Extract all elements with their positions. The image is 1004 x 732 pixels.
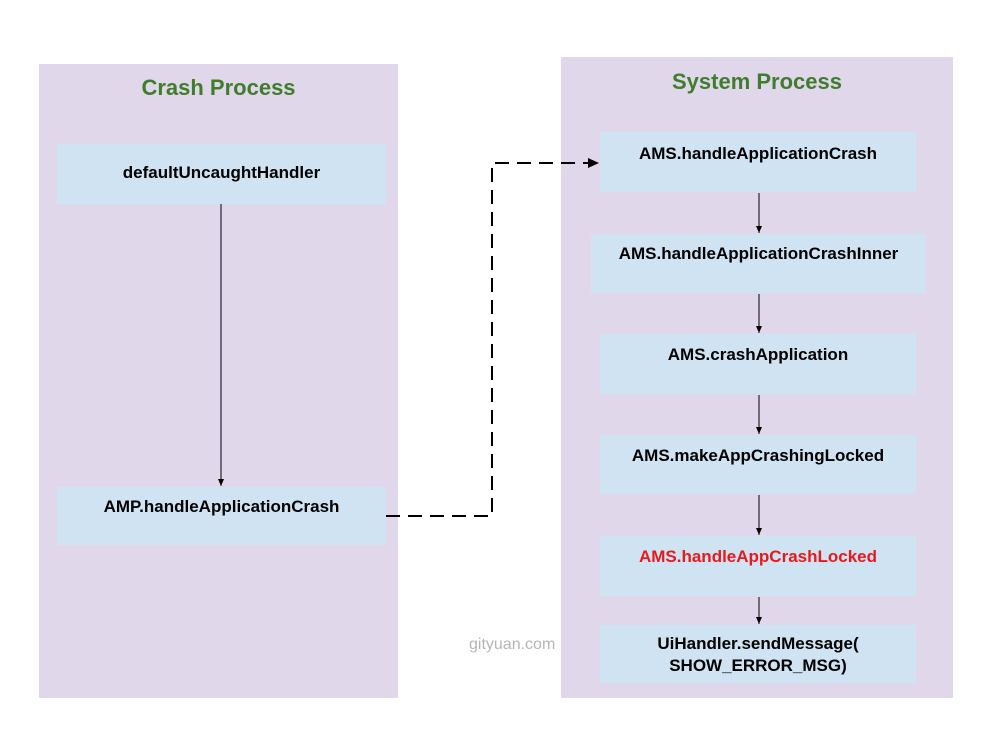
- node-ams-handle-app-crash-locked: AMS.handleAppCrashLocked: [600, 536, 916, 596]
- node-ams-crash-application: AMS.crashApplication: [600, 334, 916, 394]
- node-ui-handler-send-message-line2: SHOW_ERROR_MSG): [669, 656, 847, 675]
- node-ams-handle-application-crash-inner-label: AMS.handleApplicationCrashInner: [618, 244, 899, 263]
- node-ams-handle-application-crash-label: AMS.handleApplicationCrash: [638, 144, 878, 163]
- node-ams-make-app-crashing-locked-label: AMS.makeAppCrashingLocked: [631, 446, 885, 465]
- watermark: gityuan.com: [469, 636, 556, 653]
- node-default-uncaught-handler: defaultUncaughtHandler: [57, 144, 386, 204]
- node-ams-handle-application-crash: AMS.handleApplicationCrash: [600, 132, 916, 192]
- system-process-title: System Process: [672, 69, 842, 94]
- node-ams-crash-application-label: AMS.crashApplication: [667, 345, 849, 364]
- node-ams-handle-application-crash-inner: AMS.handleApplicationCrashInner: [591, 234, 926, 293]
- node-ams-handle-app-crash-locked-label: AMS.handleAppCrashLocked: [638, 547, 878, 566]
- node-amp-handle-application-crash-label: AMP.handleApplicationCrash: [103, 497, 340, 516]
- node-ui-handler-send-message: UiHandler.sendMessage( SHOW_ERROR_MSG): [600, 625, 916, 683]
- node-ui-handler-send-message-line1: UiHandler.sendMessage(: [657, 634, 859, 653]
- node-amp-handle-application-crash: AMP.handleApplicationCrash: [57, 487, 386, 545]
- crash-process-title: Crash Process: [141, 75, 296, 100]
- node-default-uncaught-handler-label: defaultUncaughtHandler: [122, 163, 321, 182]
- node-ams-make-app-crashing-locked: AMS.makeAppCrashingLocked: [600, 435, 916, 494]
